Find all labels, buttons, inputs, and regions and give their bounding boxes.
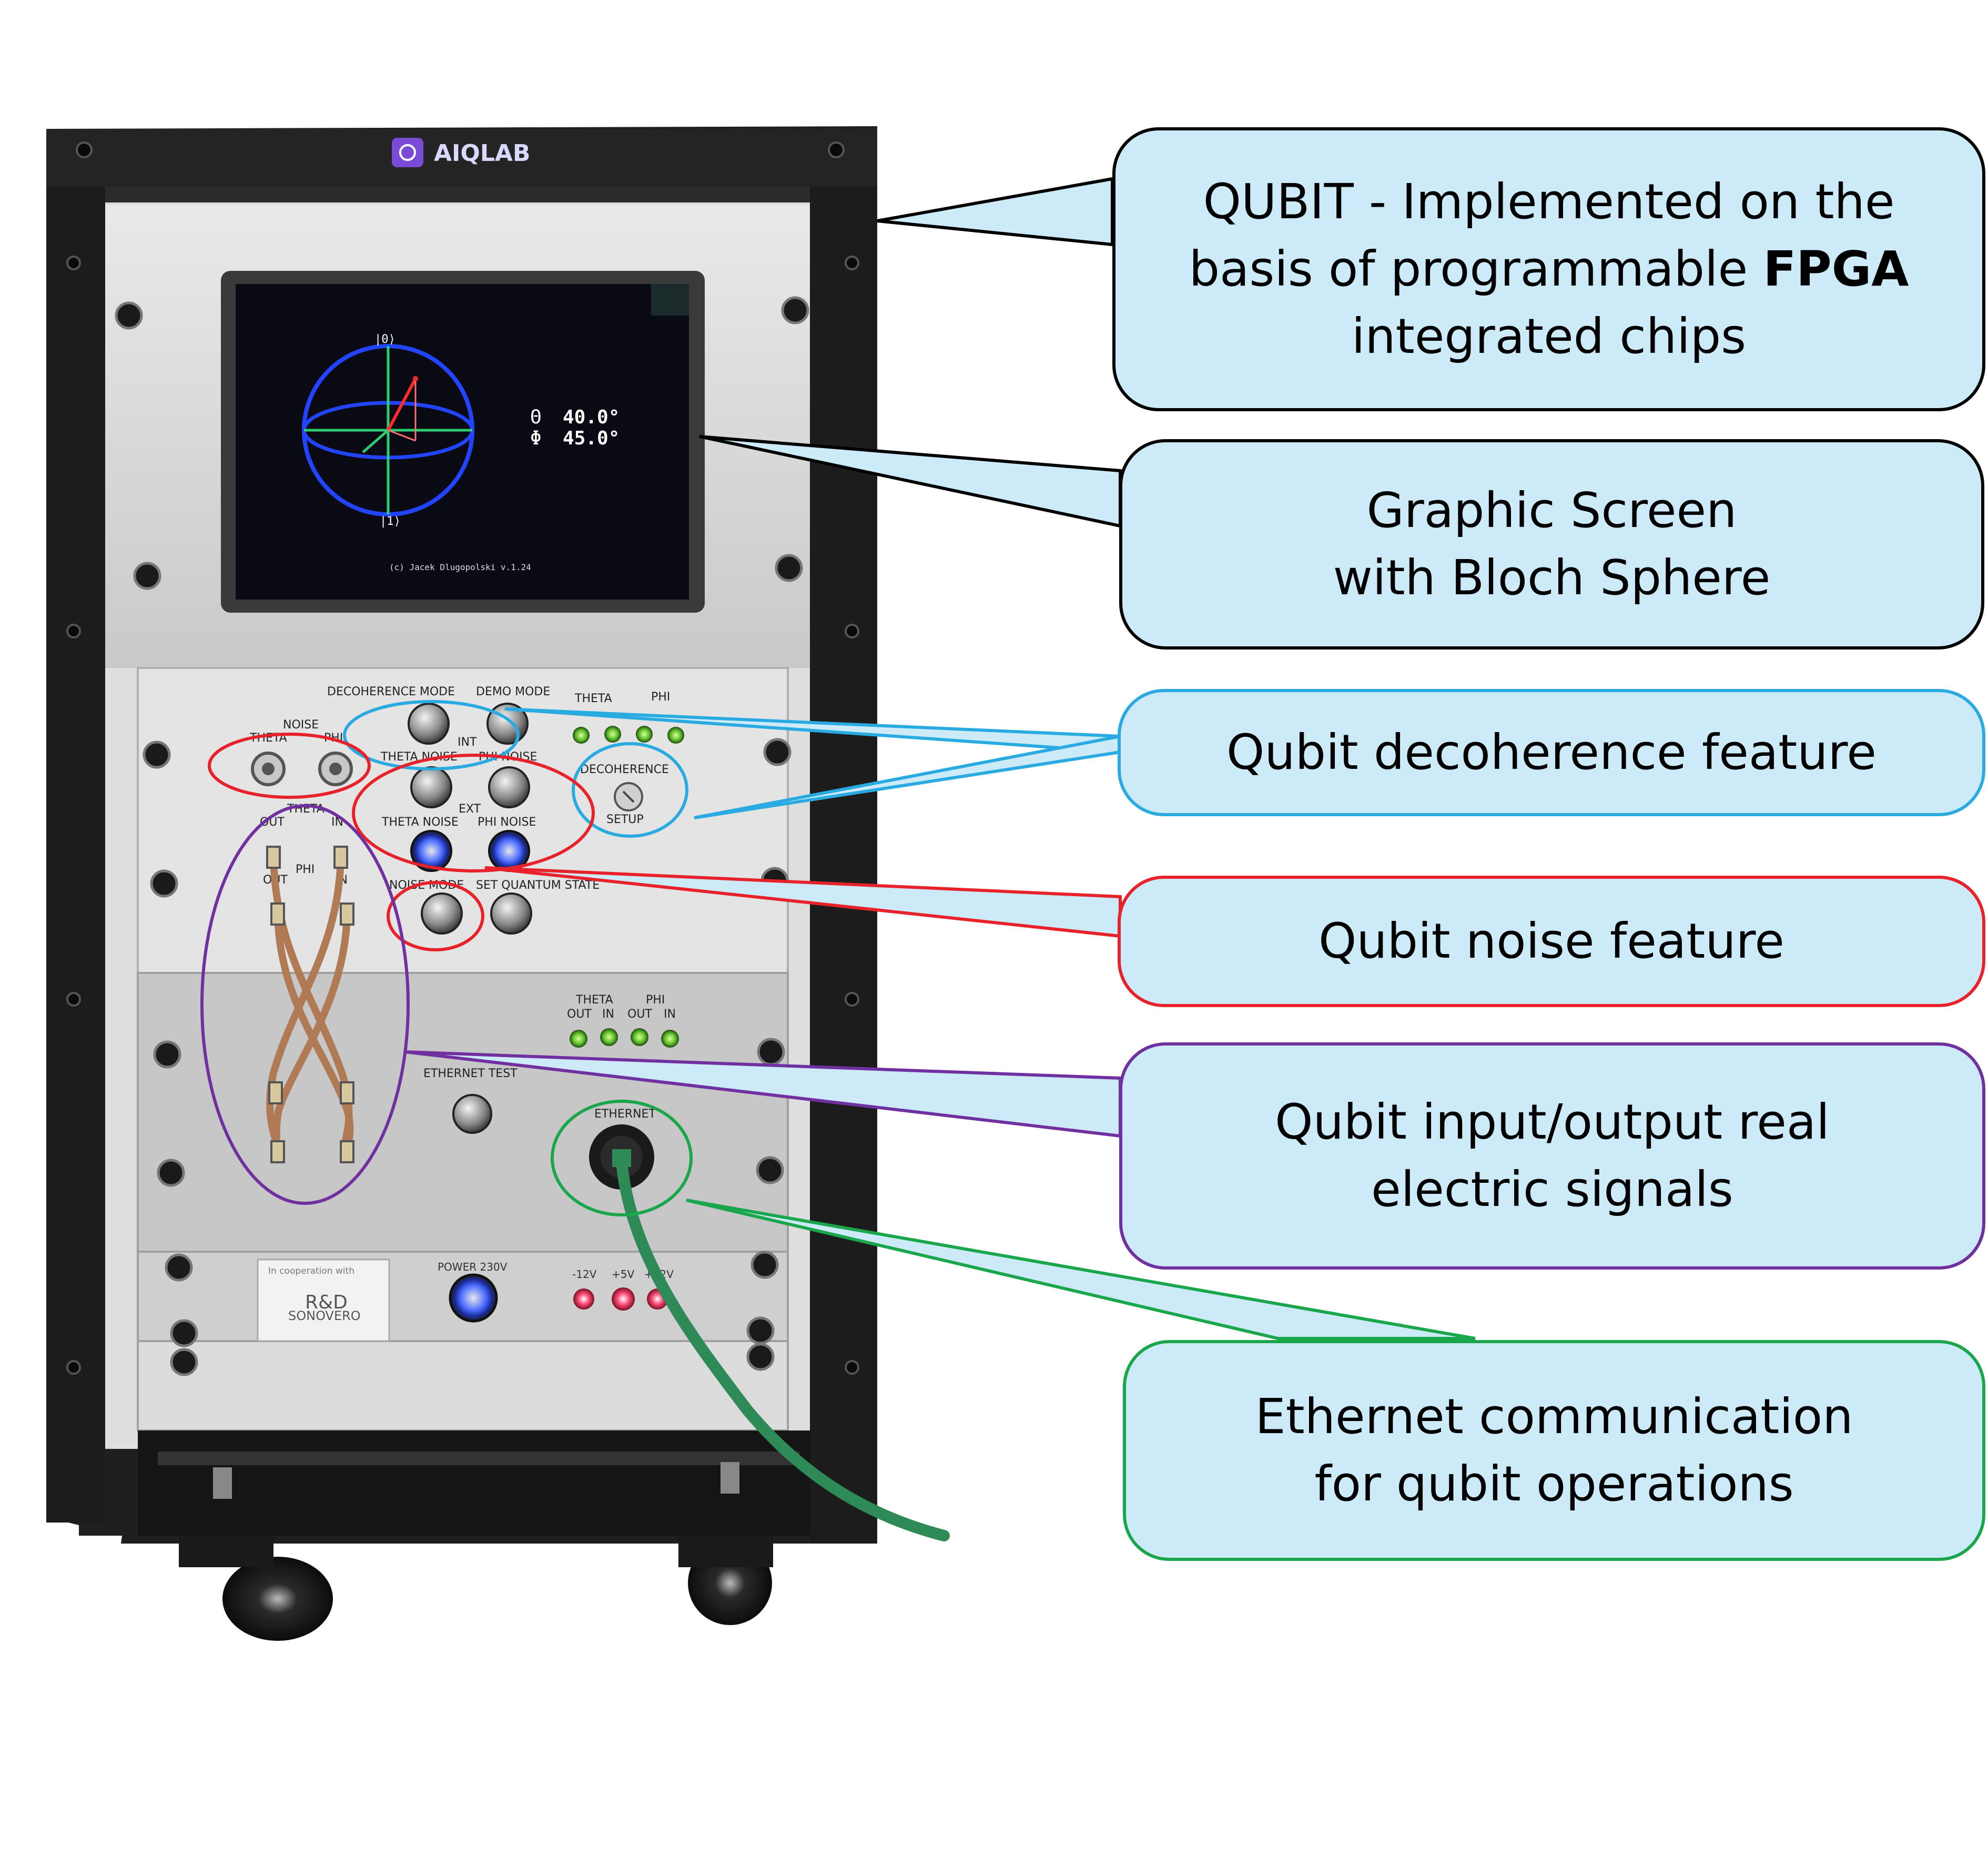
highlight-noise-mode	[387, 881, 484, 951]
label-phi-io: PHI	[296, 863, 315, 876]
led-phi-2	[667, 727, 684, 744]
int-phi-noise-button	[488, 766, 530, 808]
pointer-ethernet	[686, 1199, 1476, 1340]
callout-noise: Qubit noise feature	[1118, 876, 1985, 1007]
label-ext: EXT	[459, 803, 481, 816]
label-io-theta-in: IN	[602, 1008, 614, 1021]
label-minus12v: -12V	[572, 1268, 597, 1281]
callout-ethernet-text: Ethernet communication for qubit operati…	[1255, 1388, 1853, 1512]
led-io-theta-out	[570, 1030, 587, 1048]
led-minus12v	[573, 1288, 594, 1310]
callout-fpga-text-after: integrated chips	[1351, 308, 1747, 364]
signal-leds	[570, 1028, 679, 1048]
highlights	[200, 700, 693, 1216]
callout-screen: Graphic Screen with Bloch Sphere	[1119, 439, 1984, 650]
caster-wheels	[179, 1462, 773, 1641]
label-plus5v: +5V	[612, 1268, 634, 1281]
rack-base-bar	[158, 1452, 799, 1465]
label-noise: NOISE	[283, 718, 319, 732]
led-theta-1	[573, 727, 590, 744]
screen-credit: (c) Jacek Dlugopolski v.1.24	[389, 562, 531, 572]
label-decoherence-mode: DECOHERENCE MODE	[327, 685, 455, 698]
highlight-decoherence-mode	[343, 700, 520, 770]
callout-signals: Qubit input/output real electric signals	[1119, 1042, 1985, 1270]
bloch-sphere	[302, 344, 474, 516]
coax-plugs	[266, 846, 354, 1163]
rack-top-beam	[46, 129, 877, 187]
frame-screws	[66, 141, 859, 1375]
callout-decoherence-text: Qubit decoherence feature	[1226, 724, 1877, 780]
label-setup: SETUP	[606, 813, 644, 826]
rack-post-right	[810, 129, 877, 1544]
rack-cabinet: AIQLAB |0⟩ |1⟩ Θ Φ 40.0°	[46, 126, 950, 1641]
aiqlab-logo: AIQLAB	[392, 138, 530, 167]
ethernet-test-button	[452, 1094, 492, 1134]
phi-symbol: Φ	[530, 428, 542, 449]
label-io-phi-out: OUT	[627, 1008, 652, 1021]
led-io-phi-out	[631, 1028, 648, 1046]
callout-fpga: QUBIT - Implemented on the basis of prog…	[1112, 127, 1985, 411]
set-quantum-state-button	[490, 892, 532, 935]
label-io-phi-in: IN	[664, 1008, 676, 1021]
noise-mode-button	[421, 892, 463, 935]
highlight-noise-buttons	[352, 754, 595, 872]
label-ext-phi-noise: PHI NOISE	[478, 816, 536, 829]
label-demo-mode: DEMO MODE	[476, 685, 550, 698]
highlight-decoherence-setup	[572, 742, 688, 838]
highlight-noise-connectors	[208, 733, 371, 799]
pointer-fpga	[877, 177, 1114, 247]
callout-signals-text: Qubit input/output real electric signals	[1275, 1094, 1830, 1217]
callout-decoherence: Qubit decoherence feature	[1118, 689, 1985, 816]
rack-base	[138, 1430, 821, 1536]
label-rd: R&D	[305, 1292, 348, 1313]
callout-ethernet: Ethernet communication for qubit operati…	[1123, 1340, 1985, 1561]
label-set-quantum-state: SET QUANTUM STATE	[476, 879, 600, 892]
highlight-signal-cables	[200, 804, 410, 1205]
graphic-screen: |0⟩ |1⟩ Θ Φ 40.0° 45.0° (c) Jacek Dlugop…	[221, 271, 705, 613]
label-in-cooperation: In cooperation with	[268, 1266, 354, 1276]
label-int: INT	[458, 736, 477, 749]
callout-noise-text: Qubit noise feature	[1318, 913, 1785, 969]
control-panel	[137, 667, 789, 974]
label-led-phi: PHI	[651, 691, 670, 704]
callout-fpga-text: QUBIT - Implemented on the basis of prog…	[1189, 174, 1895, 297]
led-io-theta-in	[600, 1028, 618, 1046]
callout-fpga-bold: FPGA	[1763, 241, 1909, 297]
phi-value: 45.0°	[563, 428, 620, 449]
wheel-left	[222, 1557, 333, 1641]
label-led-theta: THETA	[574, 692, 612, 705]
blank-panel	[137, 1340, 789, 1432]
ket1-label: |1⟩	[380, 515, 401, 528]
led-plus5v	[612, 1287, 635, 1311]
label-decoherence: DECOHERENCE	[580, 763, 669, 776]
label-io-theta-out: OUT	[567, 1008, 592, 1021]
label-sonovero: SONOVERO	[288, 1308, 361, 1323]
led-theta-2	[604, 726, 621, 743]
callout-screen-text: Graphic Screen with Bloch Sphere	[1333, 482, 1771, 606]
label-io-theta: THETA	[575, 993, 613, 1007]
label-ethernet-test: ETHERNET TEST	[423, 1067, 518, 1080]
led-phi-1	[636, 726, 653, 743]
logo-text: AIQLAB	[434, 140, 530, 167]
label-io-phi: PHI	[646, 993, 665, 1007]
panel-screws	[115, 296, 809, 1376]
led-io-phi-in	[661, 1030, 679, 1048]
power-button	[449, 1273, 498, 1323]
ethernet-cable	[616, 1156, 950, 1541]
label-ethernet: ETHERNET	[594, 1108, 656, 1121]
control-buttons	[251, 703, 684, 935]
ket0-label: |0⟩	[374, 333, 395, 346]
rack-post-left	[46, 129, 105, 1523]
int-theta-noise-button	[410, 766, 452, 808]
theta-symbol: Θ	[530, 407, 542, 428]
highlight-ethernet-port	[551, 1100, 693, 1216]
label-power: POWER 230V	[438, 1261, 508, 1273]
decoherence-mode-button	[408, 703, 450, 745]
cooperation-badge: In cooperation with R&D SONOVERO	[257, 1259, 390, 1342]
ext-theta-noise-button	[410, 830, 452, 872]
label-ext-theta-noise: THETA NOISE	[381, 816, 459, 829]
theta-value: 40.0°	[563, 407, 620, 428]
